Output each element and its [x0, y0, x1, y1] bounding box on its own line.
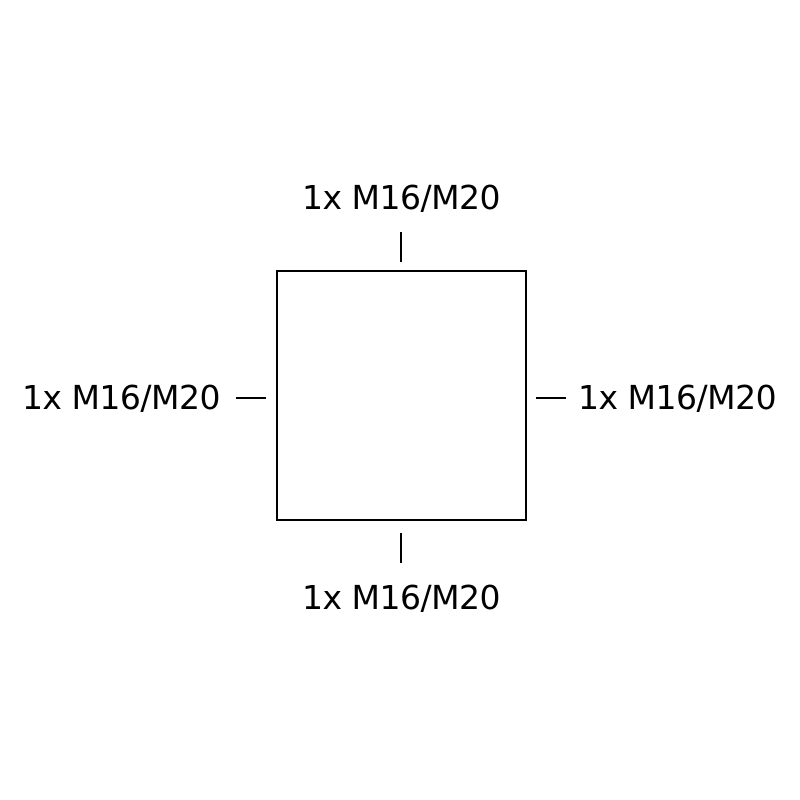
bottom-entry-label: 1x M16/M20 [301, 578, 501, 617]
top-entry-label: 1x M16/M20 [301, 178, 501, 217]
right-entry-label: 1x M16/M20 [578, 378, 777, 417]
left-entry-marker [236, 397, 266, 399]
top-entry-marker [400, 232, 402, 262]
left-entry-label: 1x M16/M20 [21, 378, 221, 417]
right-entry-marker [536, 397, 566, 399]
enclosure-outline [276, 270, 527, 521]
bottom-entry-marker [400, 533, 402, 563]
